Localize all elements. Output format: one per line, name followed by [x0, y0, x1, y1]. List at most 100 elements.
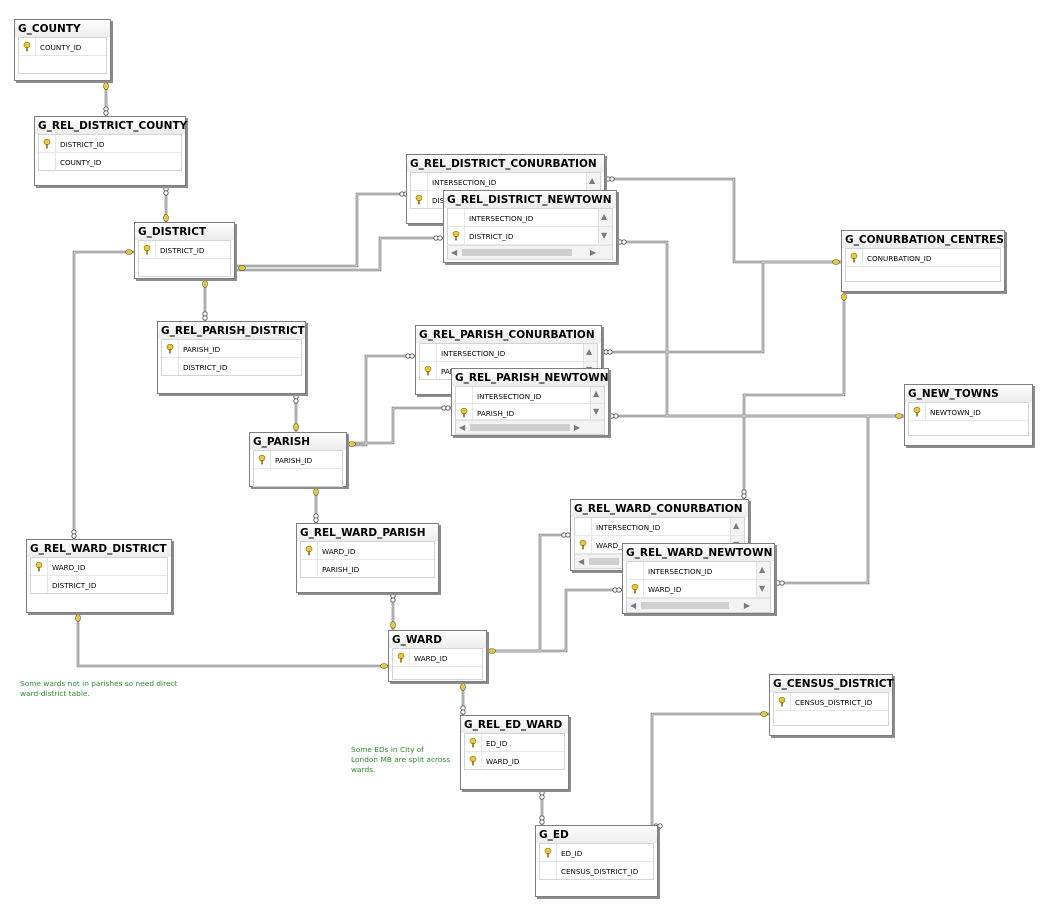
column-row[interactable]: DISTRICT_ID — [448, 227, 612, 245]
table-title: G_REL_WARD_NEWTOWN — [623, 544, 774, 561]
column-row[interactable]: DISTRICT_ID — [31, 576, 167, 593]
column-row[interactable]: DISTRICT_ID — [162, 358, 301, 375]
table-title: G_REL_WARD_DISTRICT — [27, 540, 171, 557]
primary-key-icon — [631, 584, 639, 594]
table-g-census-district[interactable]: G_CENSUS_DISTRICT CENSUS_DISTRICT_ID — [769, 674, 894, 736]
column-row[interactable]: INTERSECTION_ID — [448, 209, 612, 227]
horizontal-scrollbar[interactable]: ◀▶ — [456, 420, 604, 434]
rel-line-parish-conurbation — [346, 354, 416, 447]
column-name: CENSUS_DISTRICT_ID — [795, 698, 873, 707]
primary-key-icon — [544, 848, 552, 858]
table-g-rel-ward-newtown[interactable]: G_REL_WARD_NEWTOWN ▲▼ INTERSECTION_ID WA… — [622, 543, 775, 614]
column-row[interactable]: PARISH_ID — [456, 404, 604, 420]
table-title: G_REL_DISTRICT_COUNTY — [35, 117, 187, 134]
key-end-marker — [202, 280, 208, 288]
table-title: G_CENSUS_DISTRICT — [770, 675, 894, 692]
column-row[interactable]: NEWTOWN_ID — [909, 403, 1028, 421]
primary-key-icon — [43, 139, 51, 149]
rel-line-district-conurbation-centres — [604, 177, 842, 264]
table-g-rel-ward-parish[interactable]: G_REL_WARD_PARISH WARD_ID PARISH_ID — [296, 523, 439, 593]
column-row[interactable]: CENSUS_DISTRICT_ID — [540, 862, 653, 879]
column-row[interactable]: DISTRICT_ID — [39, 135, 181, 153]
column-name: CENSUS_DISTRICT_ID — [561, 867, 639, 876]
column-row[interactable]: WARD_ID — [465, 752, 564, 769]
key-end-marker — [103, 82, 109, 90]
column-row[interactable]: DISTRICT_ID — [139, 241, 230, 259]
table-g-rel-ward-district[interactable]: G_REL_WARD_DISTRICT WARD_ID DISTRICT_ID — [26, 539, 172, 613]
table-title: G_DISTRICT — [135, 223, 234, 240]
table-g-rel-district-county[interactable]: G_REL_DISTRICT_COUNTY DISTRICT_ID COUNTY… — [34, 116, 187, 186]
column-row[interactable]: INTERSECTION_ID — [456, 387, 604, 404]
column-row[interactable]: WARD_ID — [301, 542, 434, 560]
key-end-marker — [238, 265, 246, 271]
table-g-rel-district-newtown[interactable]: G_REL_DISTRICT_NEWTOWN ▲▼ INTERSECTION_I… — [443, 190, 617, 263]
column-row[interactable]: ED_ID — [540, 844, 653, 862]
column-row[interactable]: DIS — [411, 191, 600, 208]
column-row[interactable]: WARD_ID — [393, 649, 482, 667]
rel-line-ward-newtown — [486, 588, 623, 653]
table-g-rel-ed-ward[interactable]: G_REL_ED_WARD ED_ID WARD_ID — [460, 715, 569, 790]
column-row[interactable]: CONURBATION_ID — [846, 249, 1000, 267]
column-name: CONURBATION_ID — [867, 254, 932, 263]
annotation-line: London MB are split across — [351, 755, 451, 764]
column-name: INTERSECTION_ID — [648, 567, 713, 576]
annotation-ward-district: Some wards not in parishes so need direc… — [20, 679, 177, 699]
annotation-ed-ward: Some EDs in City of London MB are split … — [351, 745, 450, 775]
table-title: G_REL_PARISH_CONURBATION — [416, 326, 601, 343]
column-row[interactable]: PARI — [420, 362, 597, 379]
column-row[interactable]: ED_ID — [465, 734, 564, 752]
column-name: PARI — [441, 367, 457, 376]
table-g-rel-parish-district[interactable]: G_REL_PARISH_DISTRICT PARISH_ID DISTRICT… — [157, 321, 306, 394]
primary-key-icon — [850, 253, 858, 263]
column-row[interactable]: COUNTY_ID — [19, 38, 106, 56]
rel-line-census — [650, 712, 770, 826]
horizontal-scrollbar[interactable]: ◀▶ — [448, 245, 612, 259]
vertical-scrollbar[interactable]: ▲▼ — [598, 209, 612, 245]
table-g-parish[interactable]: G_PARISH PARISH_ID — [249, 432, 347, 487]
primary-key-icon — [452, 231, 460, 241]
column-name: WARD_ID — [648, 585, 682, 594]
column-row[interactable]: COUNTY_ID — [39, 153, 181, 170]
column-row[interactable]: INTERSECTION_ID — [420, 344, 597, 362]
column-row[interactable]: INTERSECTION_ID — [627, 562, 770, 580]
column-row[interactable]: PARISH_ID — [301, 560, 434, 577]
table-g-rel-parish-newtown[interactable]: G_REL_PARISH_NEWTOWN ▲▼ INTERSECTION_ID … — [451, 368, 609, 436]
table-g-county[interactable]: G_COUNTY COUNTY_ID — [14, 19, 111, 81]
column-row[interactable]: INTERSECTION_ID — [411, 173, 600, 191]
table-title: G_REL_PARISH_DISTRICT — [158, 322, 305, 339]
table-g-new-towns[interactable]: G_NEW_TOWNS NEWTOWN_ID — [904, 384, 1033, 446]
key-end-marker — [75, 614, 81, 622]
column-name: DISTRICT_ID — [469, 232, 514, 241]
primary-key-icon — [258, 455, 266, 465]
rel-line-ward-newtown-towns — [774, 414, 905, 585]
column-name: INTERSECTION_ID — [596, 523, 661, 532]
primary-key-icon — [469, 738, 477, 748]
column-name: DISTRICT_ID — [52, 581, 97, 590]
column-name: PARISH_ID — [275, 456, 313, 465]
column-row[interactable]: WARD_ID — [31, 558, 167, 576]
table-g-ed[interactable]: G_ED ED_ID CENSUS_DISTRICT_ID — [535, 825, 658, 897]
table-g-district[interactable]: G_DISTRICT DISTRICT_ID — [134, 222, 235, 279]
key-end-marker — [390, 621, 396, 629]
column-name: WARD_ID — [414, 654, 448, 663]
column-row[interactable]: WARD_ID — [627, 580, 770, 598]
column-row[interactable]: PARISH_ID — [162, 340, 301, 358]
vertical-scrollbar[interactable]: ▲▼ — [756, 562, 770, 598]
column-row[interactable]: PARISH_ID — [254, 451, 342, 469]
primary-key-icon — [579, 540, 587, 550]
key-end-marker — [488, 648, 496, 654]
table-title: G_COUNTY — [15, 20, 110, 37]
column-row[interactable]: INTERSECTION_ID — [575, 518, 744, 536]
table-g-conurbation-centres[interactable]: G_CONURBATION_CENTRES CONURBATION_ID — [841, 230, 1005, 292]
column-name: INTERSECTION_ID — [441, 349, 506, 358]
column-row[interactable]: CENSUS_DISTRICT_ID — [774, 693, 888, 711]
table-title: G_REL_DISTRICT_NEWTOWN — [444, 191, 616, 208]
column-name: COUNTY_ID — [60, 158, 102, 167]
column-name: COUNTY_ID — [40, 43, 82, 52]
horizontal-scrollbar[interactable]: ◀▶ — [627, 598, 770, 612]
primary-key-icon — [305, 546, 313, 556]
table-g-ward[interactable]: G_WARD WARD_ID — [388, 630, 487, 682]
column-name: WARD_ID — [322, 547, 356, 556]
table-title: G_REL_WARD_CONURBATION — [571, 500, 748, 517]
column-name: PARISH_ID — [183, 345, 221, 354]
